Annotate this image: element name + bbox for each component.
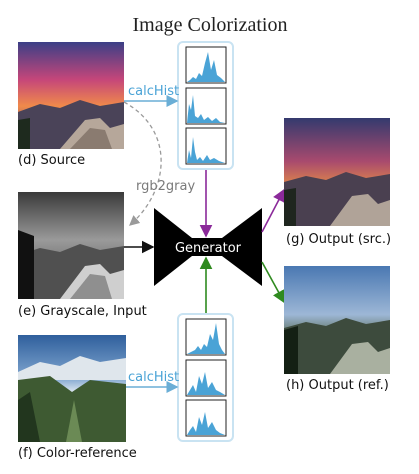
grayscale-input-label: (e) Grayscale, Input	[18, 304, 147, 319]
generator-to-output-ref-arrow	[261, 261, 285, 304]
generator-label: Generator	[175, 241, 242, 256]
calchist-top-label: calcHist	[128, 84, 179, 99]
generator-block	[154, 208, 262, 286]
source-label: (d) Source	[18, 153, 85, 168]
generator-to-output-src-arrow	[261, 188, 285, 233]
output-ref-label: (h) Output (ref.)	[286, 378, 389, 393]
output-src-label: (g) Output (src.)	[286, 232, 391, 247]
source-image	[18, 42, 124, 149]
reference-histogram-panel	[177, 313, 234, 442]
grayscale-input-image	[18, 192, 124, 299]
rgb2gray-arrow	[123, 101, 162, 226]
source-histogram-panel	[177, 41, 234, 170]
output-ref-image	[284, 266, 390, 374]
output-src-image	[284, 118, 390, 226]
rgb2gray-label: rgb2gray	[136, 179, 195, 194]
color-reference-label: (f) Color-reference	[18, 446, 137, 461]
diagram-title: Image Colorization	[133, 14, 288, 36]
color-reference-image	[18, 335, 126, 442]
calchist-bottom-label: calcHist	[128, 370, 179, 385]
